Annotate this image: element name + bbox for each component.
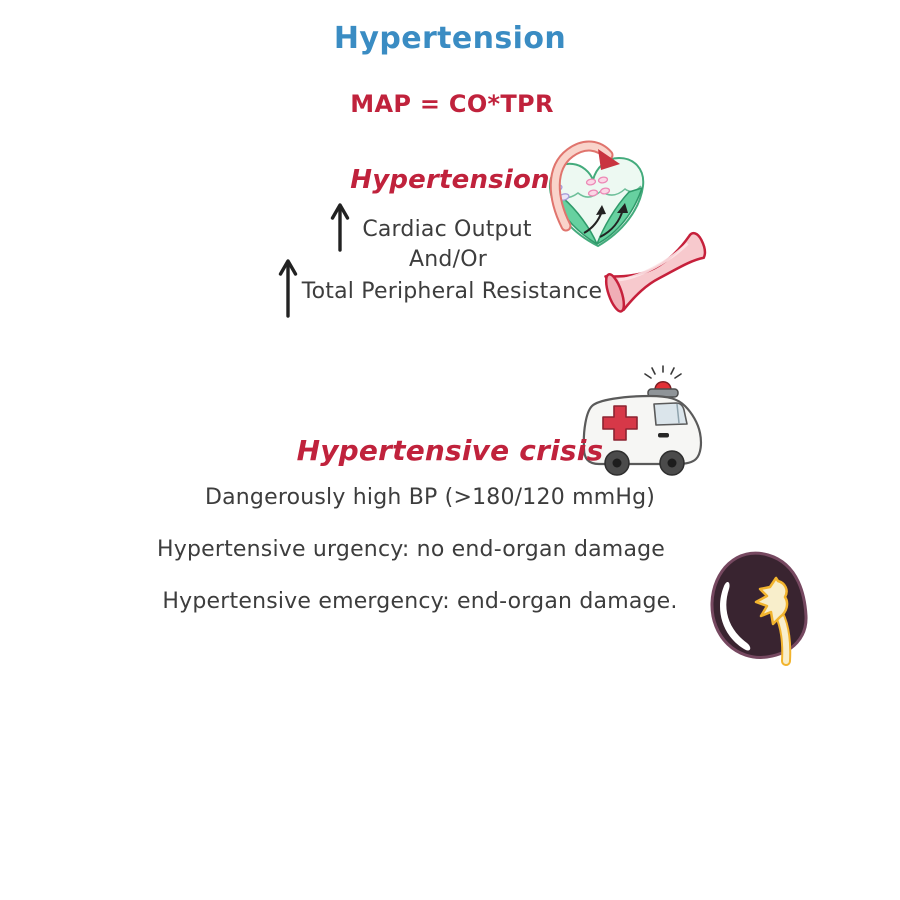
mechanism-heading: Hypertension (350, 165, 550, 195)
emergency-line: Hypertensive emergency: end-organ damage… (162, 589, 678, 614)
cardiac-output-label: Cardiac Output (362, 217, 532, 242)
map-formula: MAP = CO*TPR (350, 90, 554, 118)
kidney-illustration (710, 551, 808, 666)
total-peripheral-resistance-label: Total Peripheral Resistance (301, 279, 603, 304)
urgency-line: Hypertensive urgency: no end-organ damag… (156, 537, 666, 562)
crisis-heading: Hypertensive crisis (296, 434, 604, 467)
up-arrow-icon (330, 203, 350, 252)
crisis-definition: Dangerously high BP (>180/120 mmHg) (204, 485, 656, 510)
up-arrow-icon (278, 259, 298, 318)
ambulance-illustration (582, 365, 703, 476)
blood-vessel-illustration (604, 231, 707, 313)
and-or-label: And/Or (409, 247, 487, 272)
heart-illustration (548, 140, 645, 248)
page-title: Hypertension (333, 21, 567, 56)
